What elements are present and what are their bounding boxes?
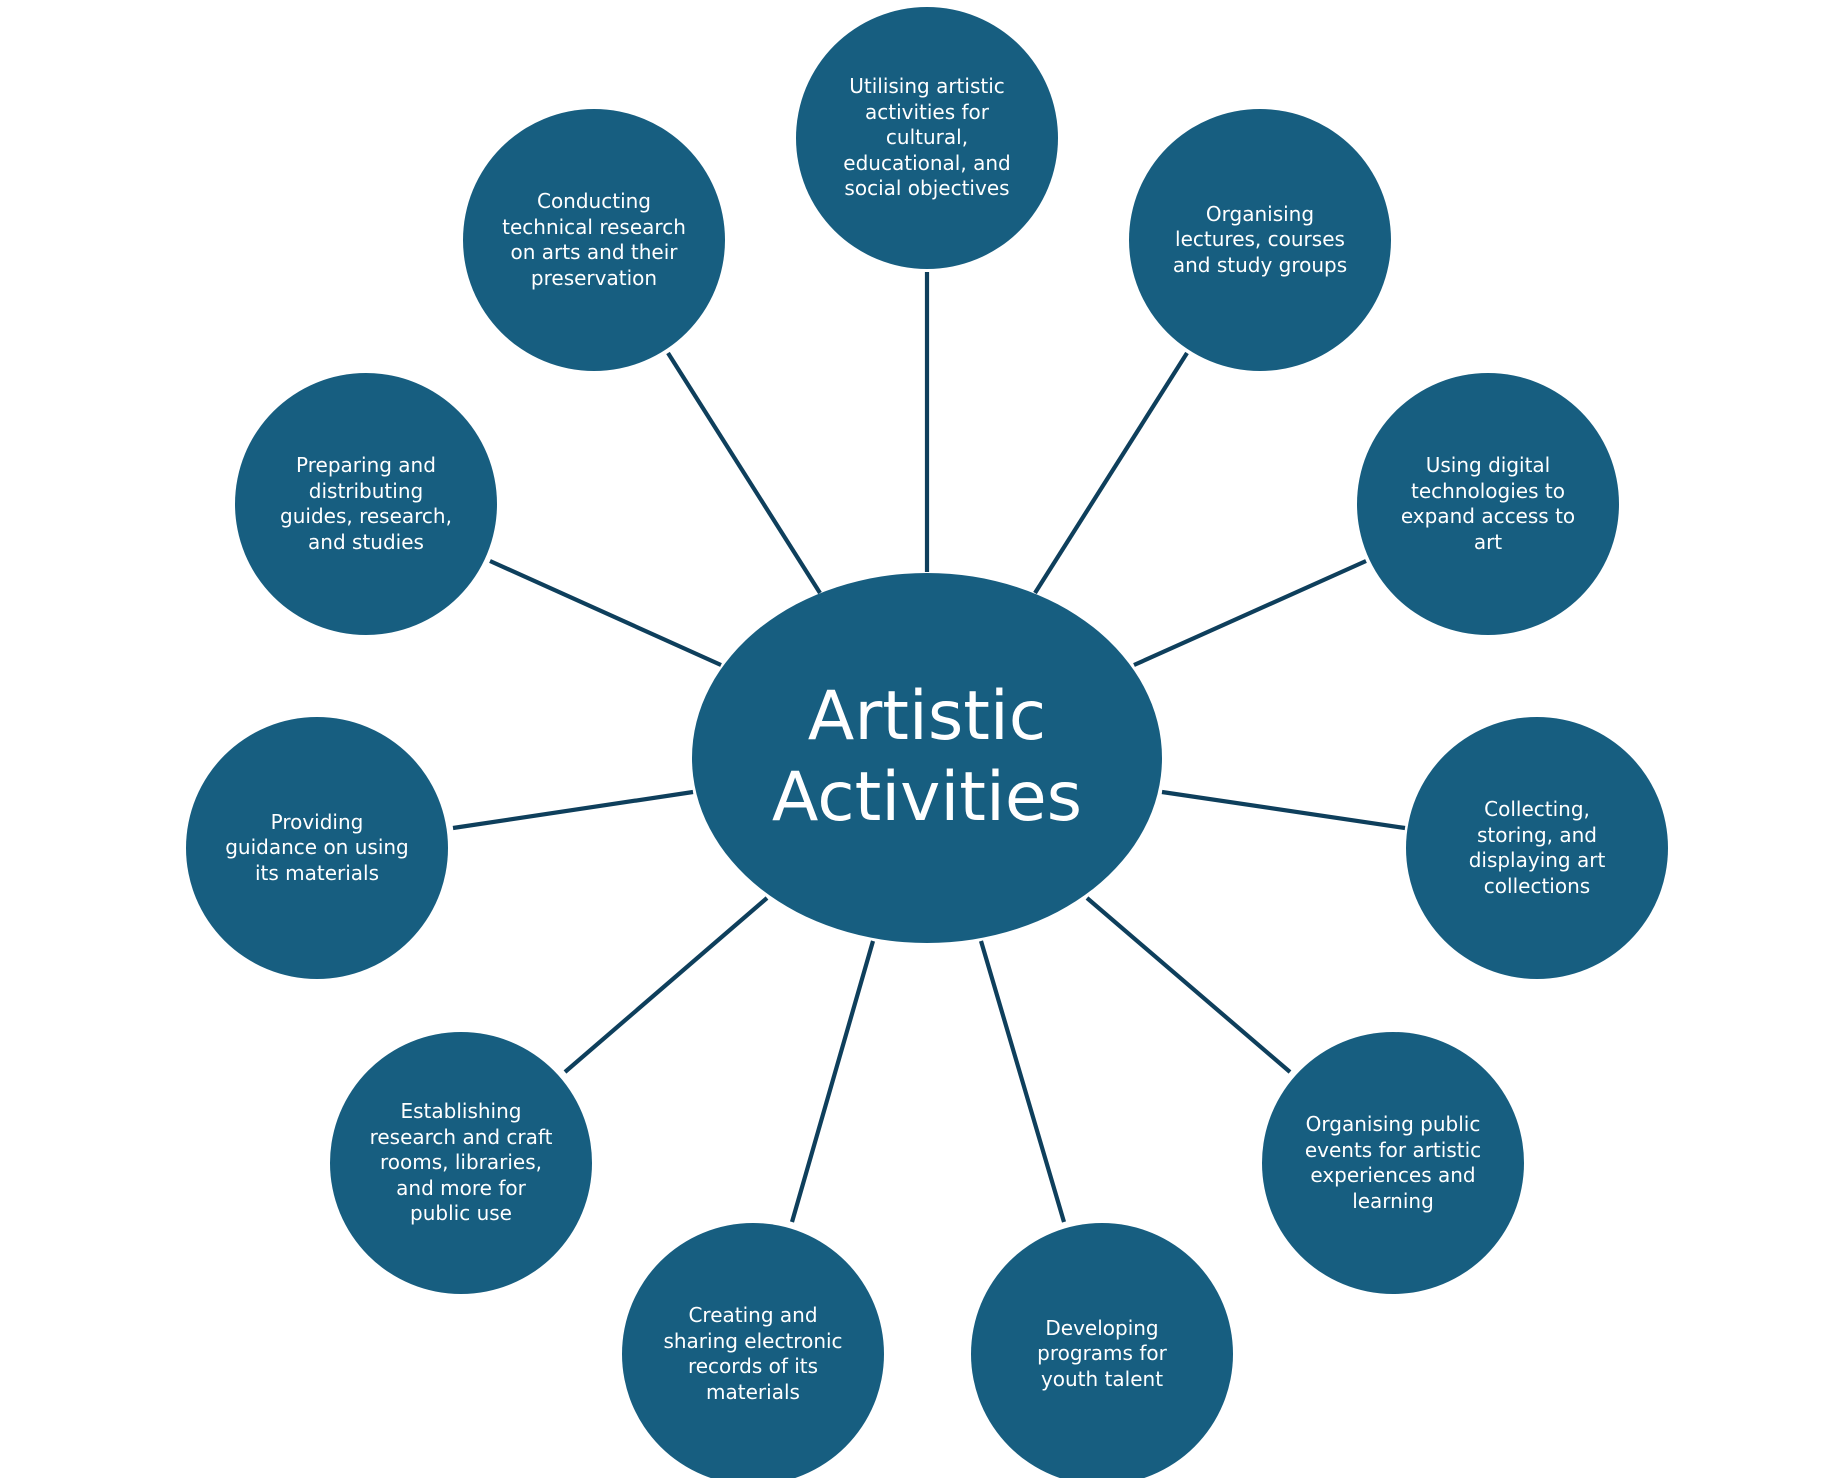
node-circle-youth-talent [971,1223,1233,1478]
node-label-collecting: Collecting, storing, and displaying art … [1468,797,1606,898]
node-label-guides: Preparing and distributing guides, resea… [280,453,452,554]
node-label-utilising: Utilising artistic activities for cultur… [843,74,1011,201]
connector-organising-lectures [1033,351,1189,595]
connector-technical-research [666,351,822,595]
hub-label: Artistic Activities [771,677,1083,837]
connector-public-events [1085,896,1292,1074]
node-circle-digital-technologies [1357,373,1619,635]
node-circle-craft-rooms [330,1032,592,1294]
node-circle-public-events [1262,1032,1524,1294]
hub-ellipse [692,573,1162,943]
connector-digital-technologies [1133,559,1367,667]
diagram-shapes [186,7,1668,1478]
connector-youth-talent [978,940,1067,1223]
node-circle-organising-lectures [1129,109,1391,371]
node-circle-collecting [1406,717,1668,979]
connector-lines [452,272,1406,1223]
node-circle-electronic-records [622,1223,884,1478]
connector-electronic-records [789,940,876,1223]
node-label-technical-research: Conducting technical research on arts an… [502,189,686,290]
node-label-digital-technologies: Using digital technologies to expand acc… [1400,453,1576,554]
node-circle-guidance [186,717,448,979]
connector-guides [489,559,722,667]
connector-guidance [452,789,694,831]
node-label-electronic-records: Creating and sharing electronic records … [663,1303,843,1404]
node-label-guidance: Providing guidance on using its material… [225,809,409,885]
node-label-organising-lectures: Organising lectures, courses and study g… [1172,201,1348,277]
node-circle-guides [235,373,497,635]
node-circle-technical-research [463,109,725,371]
node-label-public-events: Organising public events for artistic ex… [1304,1112,1482,1213]
node-label-youth-talent: Developing programs for youth talent [1037,1315,1167,1391]
connector-collecting [1161,789,1406,831]
connector-craft-rooms [563,896,769,1074]
node-circle-utilising [796,7,1058,269]
node-label-craft-rooms: Establishing research and craft rooms, l… [369,1099,553,1226]
